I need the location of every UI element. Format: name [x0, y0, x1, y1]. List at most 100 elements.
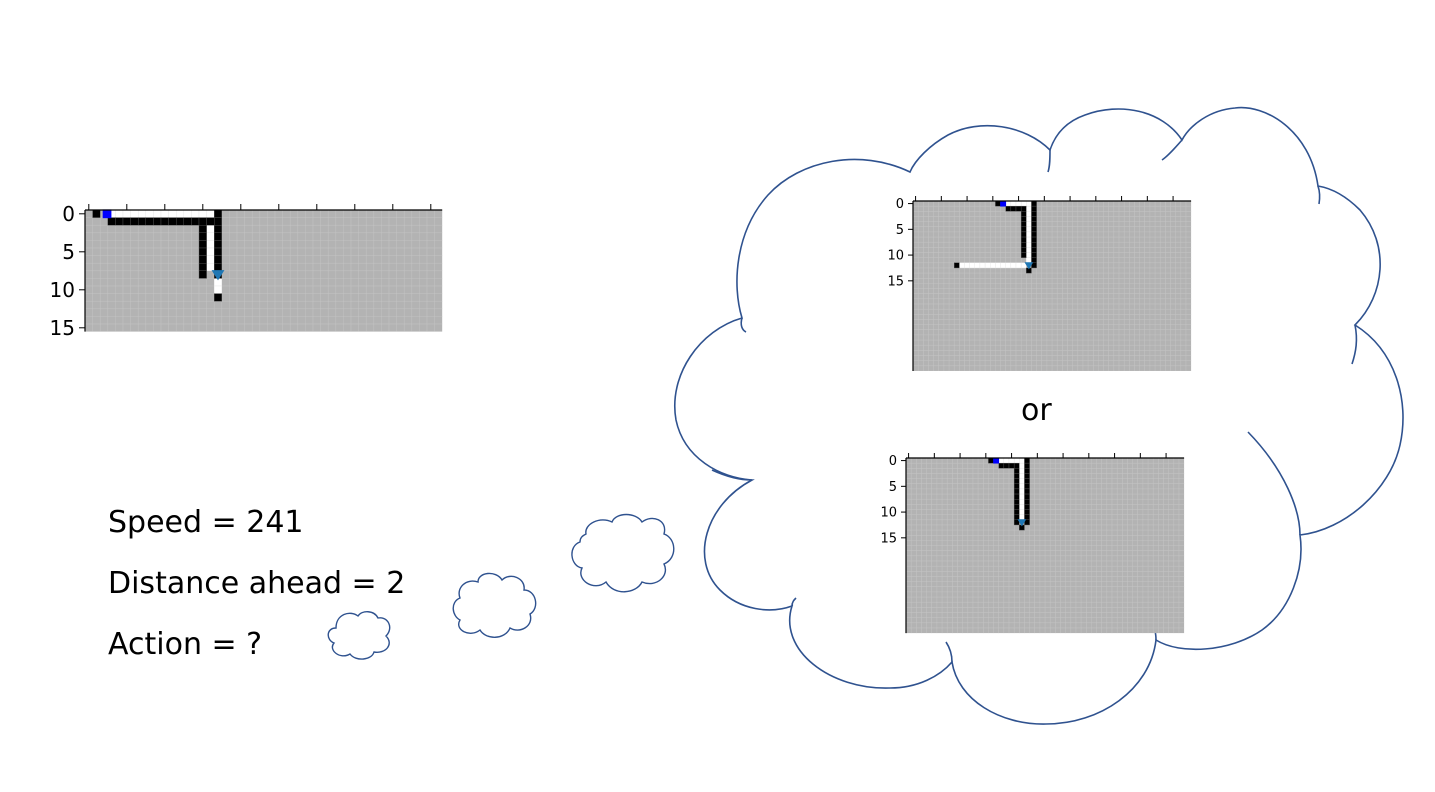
wall-cell [1020, 252, 1027, 258]
wall-cell [1031, 200, 1037, 207]
trail-cell [1019, 473, 1025, 479]
trail-cell [1026, 236, 1032, 243]
trail-cell [1026, 252, 1032, 258]
trail-cell [959, 262, 965, 269]
start-marker [102, 209, 112, 219]
trail-cell [1026, 231, 1032, 238]
trail-cell [145, 209, 154, 218]
trail-cell [1005, 262, 1012, 269]
trail-cell [969, 262, 976, 269]
agent-marker [1024, 262, 1034, 270]
trail-cell [1010, 262, 1017, 269]
trail-cell [1026, 257, 1032, 263]
trail-cell [1019, 504, 1025, 510]
wall-cell [198, 232, 207, 241]
trail-cell [213, 285, 222, 294]
trail-cell [153, 209, 162, 218]
speed-label: Speed = 241 [108, 505, 304, 540]
wall-cell [1013, 462, 1020, 469]
trail-cell [1013, 457, 1020, 464]
wall-cell [1024, 499, 1030, 505]
wall-cell [1020, 221, 1027, 227]
wall-cell [1013, 483, 1020, 490]
wall-cell [1024, 462, 1030, 469]
wall-cell [1008, 462, 1015, 469]
wall-cell [1020, 247, 1027, 253]
trail-cell [1000, 262, 1006, 269]
y-tick-label: 10 [50, 278, 75, 302]
trail-cell [122, 209, 131, 218]
trail-cell [1010, 200, 1017, 207]
wall-cell [198, 247, 207, 256]
trail-cell [1008, 457, 1015, 464]
wall-cell [213, 255, 222, 264]
trail-cell [1019, 478, 1025, 484]
wall-cell [213, 263, 222, 272]
y-tick-label: 10 [880, 506, 897, 521]
wall-cell [213, 224, 222, 233]
wall-cell [1024, 457, 1030, 464]
trail-cell [168, 209, 177, 218]
y-tick-label: 10 [887, 249, 904, 264]
wall-cell [1013, 499, 1020, 505]
wall-cell [1013, 509, 1020, 515]
wall-cell [1031, 257, 1037, 263]
trail-cell [995, 262, 1001, 269]
wall-cell [1031, 211, 1037, 217]
wall-cell [1003, 462, 1010, 469]
wall-cell [160, 217, 169, 226]
start-marker [1000, 200, 1007, 207]
wall-cell [198, 240, 207, 249]
trail-cell [206, 232, 215, 241]
wall-cell [175, 217, 184, 226]
trail-cell [990, 262, 996, 269]
wall-cell [1013, 493, 1020, 500]
trail-cell [206, 209, 215, 218]
trail-cell [1019, 468, 1025, 474]
wall-cell [92, 209, 101, 218]
wall-cell [198, 270, 207, 279]
thought-bubble-small [327, 611, 391, 660]
trail-cell [130, 209, 139, 218]
trail-cell [1026, 226, 1032, 233]
wall-cell [1031, 236, 1037, 243]
trail-cell [206, 255, 215, 264]
trail-cell [1015, 200, 1022, 207]
trail-cell [1020, 262, 1027, 269]
wall-cell [168, 217, 177, 226]
wall-cell [998, 462, 1005, 469]
wall-cell [198, 263, 207, 272]
trail-cell [1019, 462, 1025, 469]
y-tick-label: 5 [62, 240, 75, 264]
y-tick-label: 5 [889, 480, 897, 495]
trail-cell [1015, 262, 1022, 269]
trail-cell [160, 209, 169, 218]
trail-cell [998, 457, 1005, 464]
wall-cell [130, 217, 139, 226]
thought-cloud [674, 106, 1404, 725]
wall-cell [1013, 468, 1020, 474]
wall-cell [206, 217, 215, 226]
wall-cell [115, 217, 124, 226]
wall-cell [1024, 483, 1030, 490]
trail-cell [115, 209, 124, 218]
wall-cell [145, 217, 154, 226]
trail-cell [974, 262, 981, 269]
wall-cell [1020, 226, 1027, 233]
action-label: Action = ? [108, 627, 263, 662]
wall-cell [954, 262, 960, 269]
wall-cell [122, 217, 131, 226]
wall-cell [1031, 226, 1037, 233]
trail-cell [964, 262, 970, 269]
wall-cell [1013, 504, 1020, 510]
wall-cell [1020, 231, 1027, 238]
y-tick-label: 15 [887, 274, 904, 289]
trail-cell [1026, 200, 1032, 207]
trail-cell [1003, 457, 1010, 464]
trail-cell [1019, 457, 1025, 464]
wall-cell [1013, 519, 1020, 526]
wall-cell [1013, 478, 1020, 484]
wall-cell [988, 457, 994, 464]
